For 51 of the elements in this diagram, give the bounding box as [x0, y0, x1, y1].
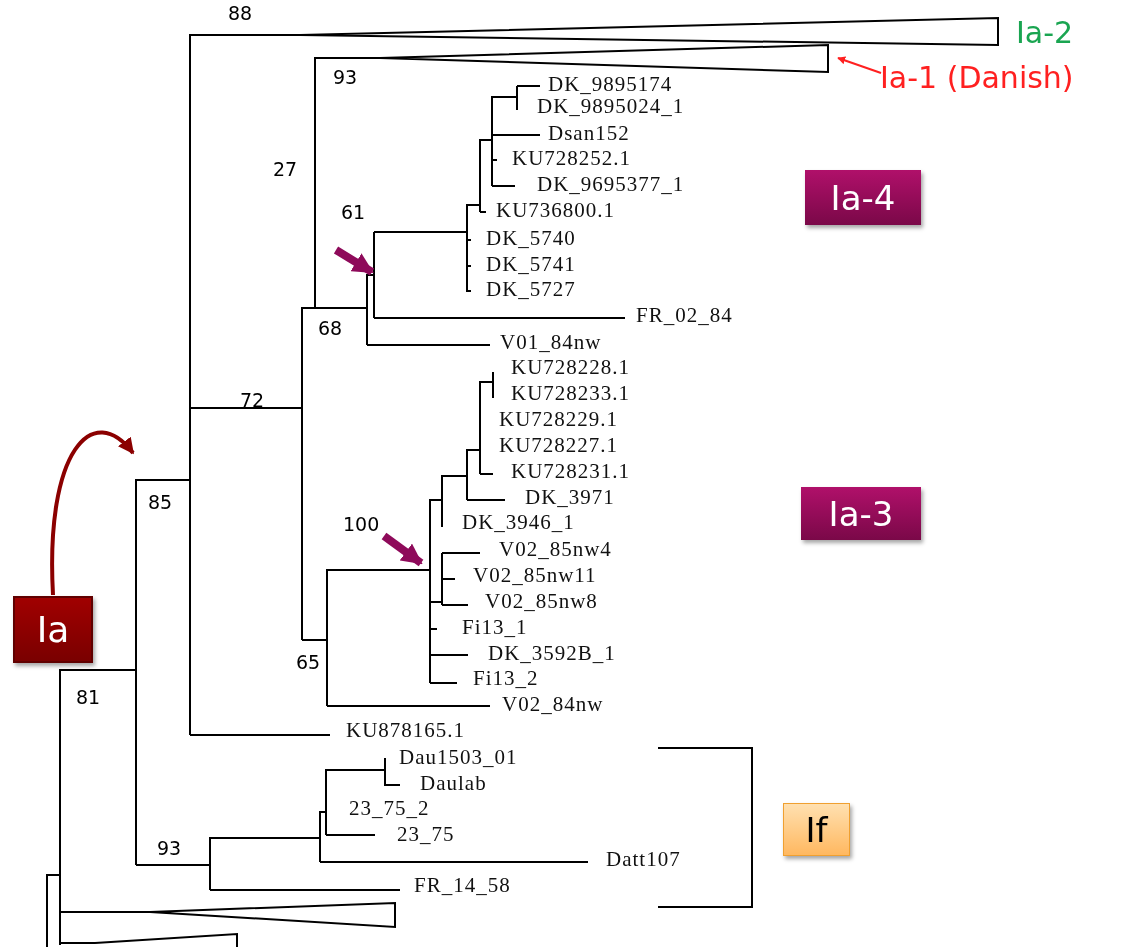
taxon-label: DK_5741 [486, 254, 576, 275]
clade-box: Ia-3 [801, 487, 921, 540]
bootstrap-value: 93 [333, 68, 358, 87]
taxon-label: KU728227.1 [499, 435, 619, 456]
clade-box: If [783, 803, 850, 856]
taxon-label: DK_3946_1 [462, 512, 575, 533]
taxon-label: DK_9895024_1 [537, 96, 685, 117]
bootstrap-value: 100 [343, 515, 380, 534]
arrow [837, 56, 882, 74]
clade-label: Ia-2 [1016, 18, 1074, 48]
taxon-label: Datt107 [606, 849, 681, 870]
taxon-label: V02_84nw [502, 694, 604, 715]
bootstrap-value: 27 [273, 160, 298, 179]
taxon-label: Fi13_1 [462, 617, 528, 638]
taxon-label: KU728231.1 [511, 461, 631, 482]
taxon-label: KU728233.1 [511, 383, 631, 404]
taxon-label: DK_5740 [486, 228, 576, 249]
taxon-label: FR_02_84 [636, 305, 733, 326]
bootstrap-value: 81 [76, 688, 101, 707]
bootstrap-value: 72 [240, 391, 265, 410]
taxon-label: V01_84nw [500, 332, 602, 353]
taxon-label: Daulab [420, 773, 487, 794]
bootstrap-value: 93 [157, 839, 182, 858]
bootstrap-value: 85 [148, 493, 173, 512]
bootstrap-value: 61 [341, 203, 366, 222]
taxon-label: Dau1503_01 [399, 747, 518, 768]
taxon-label: FR_14_58 [414, 875, 511, 896]
taxon-label: V02_85nw11 [473, 565, 597, 586]
clade-box: Ia-4 [805, 170, 921, 225]
taxon-label: DK_3971 [525, 487, 615, 508]
taxon-label: Dsan152 [548, 123, 630, 144]
clade-label: Ia-1 (Danish) [880, 57, 1074, 97]
taxon-label: 23_75 [397, 824, 455, 845]
taxon-label: KU728229.1 [499, 409, 619, 430]
taxon-label: KU736800.1 [496, 200, 616, 221]
bootstrap-value: 68 [318, 319, 343, 338]
bootstrap-value: 88 [228, 4, 253, 23]
taxon-label: 23_75_2 [349, 798, 430, 819]
taxon-label: DK_3592B_1 [488, 643, 616, 664]
taxon-label: KU728228.1 [511, 357, 631, 378]
taxon-label: DK_9895174 [548, 74, 673, 95]
taxon-label: V02_85nw8 [485, 591, 598, 612]
bootstrap-value: 65 [296, 653, 321, 672]
taxon-label: Fi13_2 [473, 668, 539, 689]
clade-box: Ia [13, 596, 93, 663]
taxon-label: KU878165.1 [346, 720, 466, 741]
arrow [50, 430, 135, 596]
taxon-label: DK_5727 [486, 279, 576, 300]
taxon-label: V02_85nw4 [499, 539, 612, 560]
taxon-label: KU728252.1 [512, 148, 632, 169]
taxon-label: DK_9695377_1 [537, 174, 685, 195]
